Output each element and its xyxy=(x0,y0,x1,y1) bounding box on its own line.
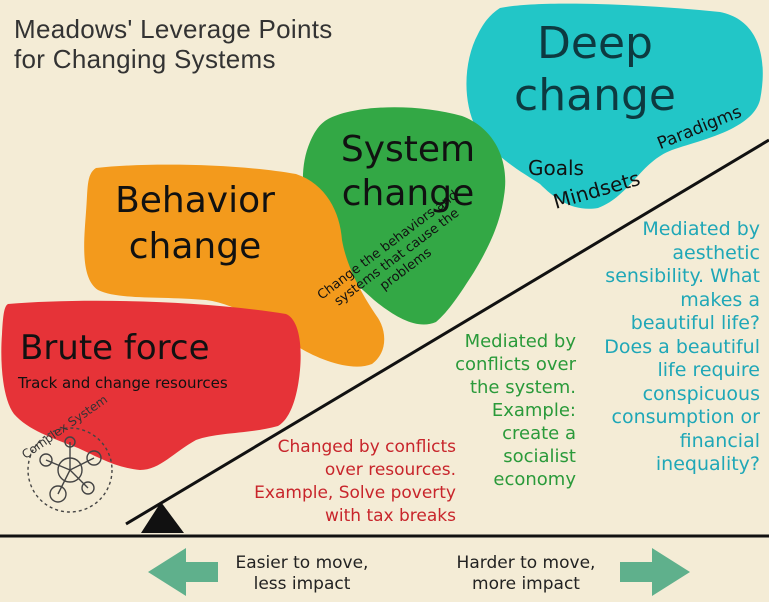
goals-tag: Goals xyxy=(528,156,584,180)
note-line: over resources. xyxy=(324,460,456,480)
note-line: Changed by conflicts xyxy=(277,437,456,457)
system-change-blob xyxy=(302,107,506,325)
note-line: the system. xyxy=(469,377,576,398)
note-line: sensibility. What xyxy=(605,265,760,287)
title-line-1: Meadows' Leverage Points xyxy=(14,14,333,44)
deep-change-label: Deep change xyxy=(490,18,700,122)
note-line: makes a xyxy=(680,288,760,311)
leverage-slope-line xyxy=(125,138,769,526)
note-line: conflicts over xyxy=(455,354,576,375)
system-change-label: System change xyxy=(318,128,498,216)
note-line: Mediated by xyxy=(464,331,576,352)
note-line: life require xyxy=(657,359,760,381)
easier-to-move-label: Easier to move, less impact xyxy=(212,553,392,595)
fulcrum-triangle xyxy=(141,502,184,533)
note-line: conspicuous xyxy=(642,382,760,405)
page-title: Meadows' Leverage Points for Changing Sy… xyxy=(14,14,333,74)
note-line: create a xyxy=(502,423,576,444)
system-change-note: Mediated by conflicts over the system. E… xyxy=(430,330,576,491)
note-line: inequality? xyxy=(655,453,760,475)
behavior-label-line-1: Behavior xyxy=(115,180,275,221)
brute-force-note: Changed by conflicts over resources. Exa… xyxy=(228,436,456,528)
deep-label-line-1: Deep xyxy=(537,18,653,69)
brute-force-subtitle: Track and change resources xyxy=(18,374,228,392)
hard-line-1: Harder to move, xyxy=(456,553,596,573)
deep-label-line-2: change xyxy=(514,70,676,121)
note-line: aesthetic xyxy=(672,241,760,264)
note-line: consumption or xyxy=(611,406,761,428)
note-line: beautiful life? xyxy=(630,312,760,334)
note-line: financial xyxy=(679,429,760,452)
note-line: with tax breaks xyxy=(324,506,456,526)
note-line: Mediated by xyxy=(642,218,760,240)
behavior-label-line-2: change xyxy=(128,226,262,267)
hard-line-2: more impact xyxy=(472,574,580,594)
brute-force-label: Brute force xyxy=(20,328,210,368)
system-label-line-1: System xyxy=(340,129,476,170)
note-line: economy xyxy=(493,469,576,490)
deep-change-note: Mediated by aesthetic sensibility. What … xyxy=(576,218,760,477)
complex-system-icon xyxy=(27,427,113,513)
note-line: Example, Solve poverty xyxy=(254,483,456,503)
easy-line-1: Easier to move, xyxy=(235,553,369,573)
right-arrow-icon xyxy=(620,548,690,596)
harder-to-move-label: Harder to move, more impact xyxy=(436,553,616,595)
system-label-line-2: change xyxy=(341,173,475,214)
title-line-2: for Changing Systems xyxy=(14,44,276,74)
deep-change-blob xyxy=(466,3,763,209)
behavior-change-blob xyxy=(84,164,385,367)
note-line: socialist xyxy=(503,446,576,467)
left-arrow-icon xyxy=(148,548,218,596)
easy-line-2: less impact xyxy=(253,574,351,594)
behavior-change-label: Behavior change xyxy=(90,178,300,270)
brute-force-blob xyxy=(1,300,301,470)
note-line: Does a beautiful xyxy=(604,335,760,358)
note-line: Example: xyxy=(491,400,576,421)
